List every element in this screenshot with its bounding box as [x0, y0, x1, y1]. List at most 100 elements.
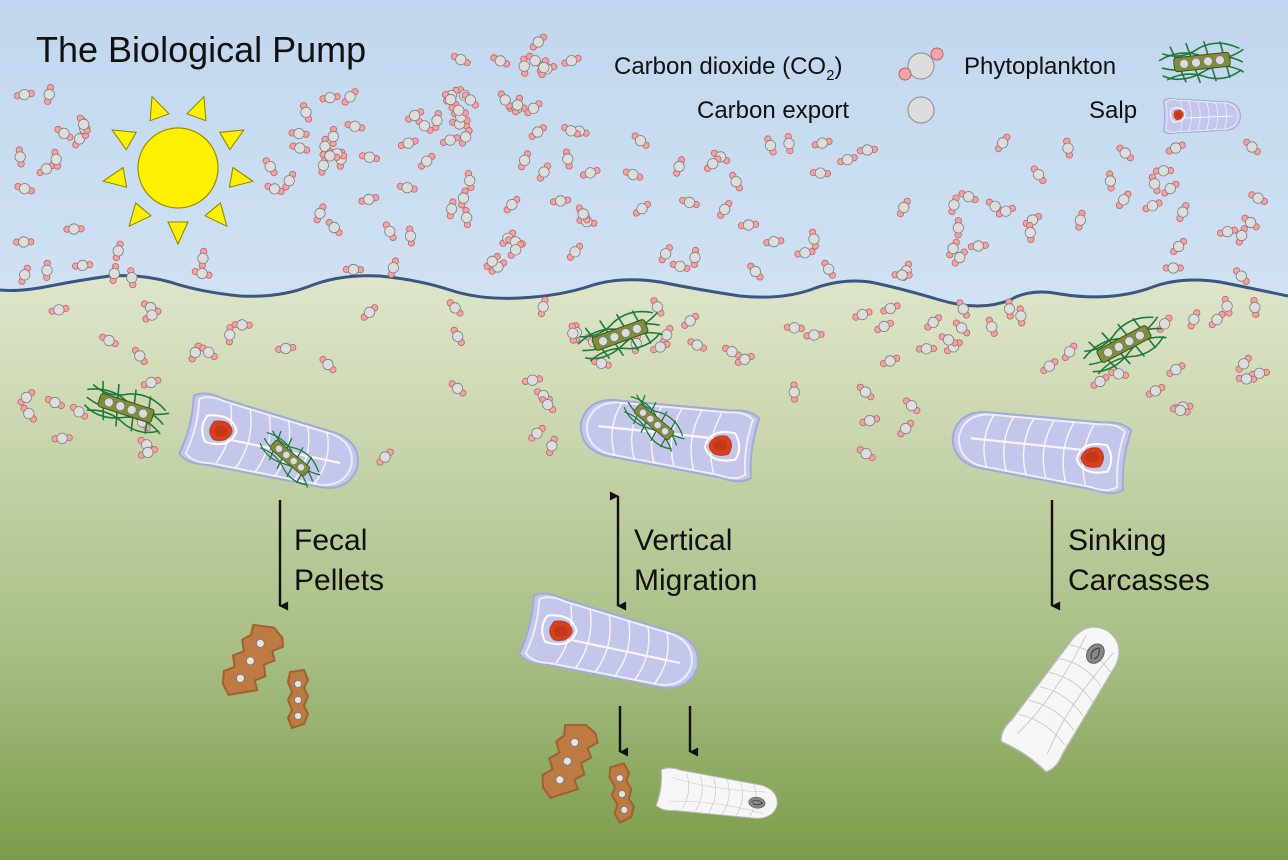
co2-molecule: [915, 343, 938, 355]
co2-molecule: [1040, 358, 1059, 375]
co2-molecule: [783, 322, 805, 334]
co2-molecule: [464, 170, 476, 192]
co2-molecule: [446, 299, 464, 317]
co2-molecule: [566, 242, 584, 261]
co2-molecule: [650, 340, 671, 354]
co2-molecule: [1061, 342, 1078, 361]
fecal-pellets-label-line1: Fecal: [294, 524, 367, 557]
co2-molecule: [1165, 141, 1186, 155]
vertical-migration-label-line1: Vertical: [634, 524, 732, 557]
co2-molecule: [358, 193, 380, 205]
sinking-carcasses-label-line2: Carcasses: [1068, 564, 1210, 597]
co2-molecule: [458, 127, 473, 147]
vertical-migration-label-line2: Migration: [634, 564, 757, 597]
co2-molecule: [319, 355, 337, 374]
co2-molecule: [524, 100, 543, 117]
co2-molecule: [631, 132, 650, 149]
co2-molecule: [72, 259, 94, 271]
sinking-carcasses-label-line1: Sinking: [1068, 524, 1166, 557]
co2-molecule: [856, 144, 879, 156]
co2-molecule: [112, 240, 124, 262]
co2-molecule: [262, 157, 278, 177]
co2-molecule: [1104, 170, 1117, 192]
co2-molecule: [231, 319, 253, 331]
co2-molecule: [521, 374, 544, 386]
co2-molecule: [951, 248, 968, 267]
co2-molecule: [358, 151, 380, 163]
co2-molecule: [396, 182, 418, 194]
co2-molecule: [1208, 310, 1226, 329]
co2-molecule-icon: [898, 47, 944, 81]
co2-molecule: [1249, 296, 1261, 318]
co2-molecule: [783, 133, 795, 155]
co2-molecule: [43, 84, 55, 105]
co2-molecule: [1166, 362, 1186, 377]
co2-molecule: [995, 204, 1016, 218]
co2-molecule: [450, 326, 465, 346]
co2-molecule: [441, 91, 460, 109]
co2-molecule: [382, 221, 397, 241]
co2-molecule: [313, 203, 327, 224]
co2-molecule: [902, 397, 921, 415]
co2-molecule: [539, 395, 557, 414]
co2-molecule: [1248, 191, 1268, 205]
co2-molecule: [1003, 298, 1016, 320]
co2-molecule: [439, 134, 461, 146]
co2-molecule: [545, 435, 558, 457]
co2-molecule: [891, 269, 913, 281]
co2-molecules: [13, 33, 1270, 466]
co2-molecule: [538, 57, 550, 79]
co2-molecule: [275, 342, 297, 355]
co2-molecule: [503, 195, 521, 214]
sun-icon: [101, 95, 255, 246]
co2-molecule: [1108, 368, 1130, 380]
co2-molecule: [404, 225, 417, 247]
co2-molecule: [658, 244, 673, 264]
co2-molecule: [14, 183, 35, 195]
co2-molecule: [342, 263, 364, 276]
co2-molecule: [1235, 354, 1252, 373]
co2-molecule: [687, 338, 708, 352]
co2-molecule: [689, 246, 701, 268]
co2-molecule: [20, 404, 38, 423]
co2-molecule: [50, 148, 62, 170]
co2-molecule: [575, 204, 591, 224]
co2-molecule: [54, 125, 74, 141]
co2-molecule: [1015, 305, 1027, 327]
co2-molecule: [319, 150, 341, 162]
co2-molecule: [528, 424, 546, 442]
co2-molecule: [967, 240, 989, 252]
co2-molecule: [821, 259, 836, 279]
co2-molecule: [325, 218, 343, 237]
co2-molecule: [650, 297, 665, 317]
co2-molecule: [946, 238, 960, 259]
co2-molecule: [763, 236, 785, 248]
co2-molecule: [319, 92, 341, 104]
co2-molecule: [952, 217, 964, 239]
legend-export-label: Carbon export: [697, 97, 849, 124]
legend-co2-label: Carbon dioxide (CO2): [614, 53, 842, 84]
co2-molecule: [13, 236, 35, 248]
co2-molecule: [794, 247, 816, 259]
co2-molecule: [1152, 165, 1175, 177]
legend: Carbon dioxide (CO2) Carbon export Phyto…: [614, 36, 1247, 135]
salp-icon: [1162, 97, 1242, 135]
co2-molecule: [679, 196, 700, 209]
co2-molecule: [327, 125, 339, 148]
co2-molecule: [622, 168, 644, 181]
co2-molecule: [518, 55, 530, 77]
co2-molecule: [958, 190, 979, 204]
co2-molecule: [1233, 267, 1250, 285]
co2-molecule: [299, 102, 313, 123]
co2-molecule: [579, 167, 601, 179]
co2-molecule: [288, 128, 310, 140]
co2-molecule: [852, 308, 873, 321]
co2-molecule: [549, 195, 572, 207]
co2-molecule: [681, 312, 700, 329]
co2-molecule: [191, 267, 213, 279]
co2-molecule: [1241, 214, 1260, 231]
co2-molecule: [938, 333, 959, 347]
co2-molecule: [76, 114, 91, 135]
co2-molecule: [561, 124, 581, 138]
co2-molecule: [734, 352, 755, 366]
